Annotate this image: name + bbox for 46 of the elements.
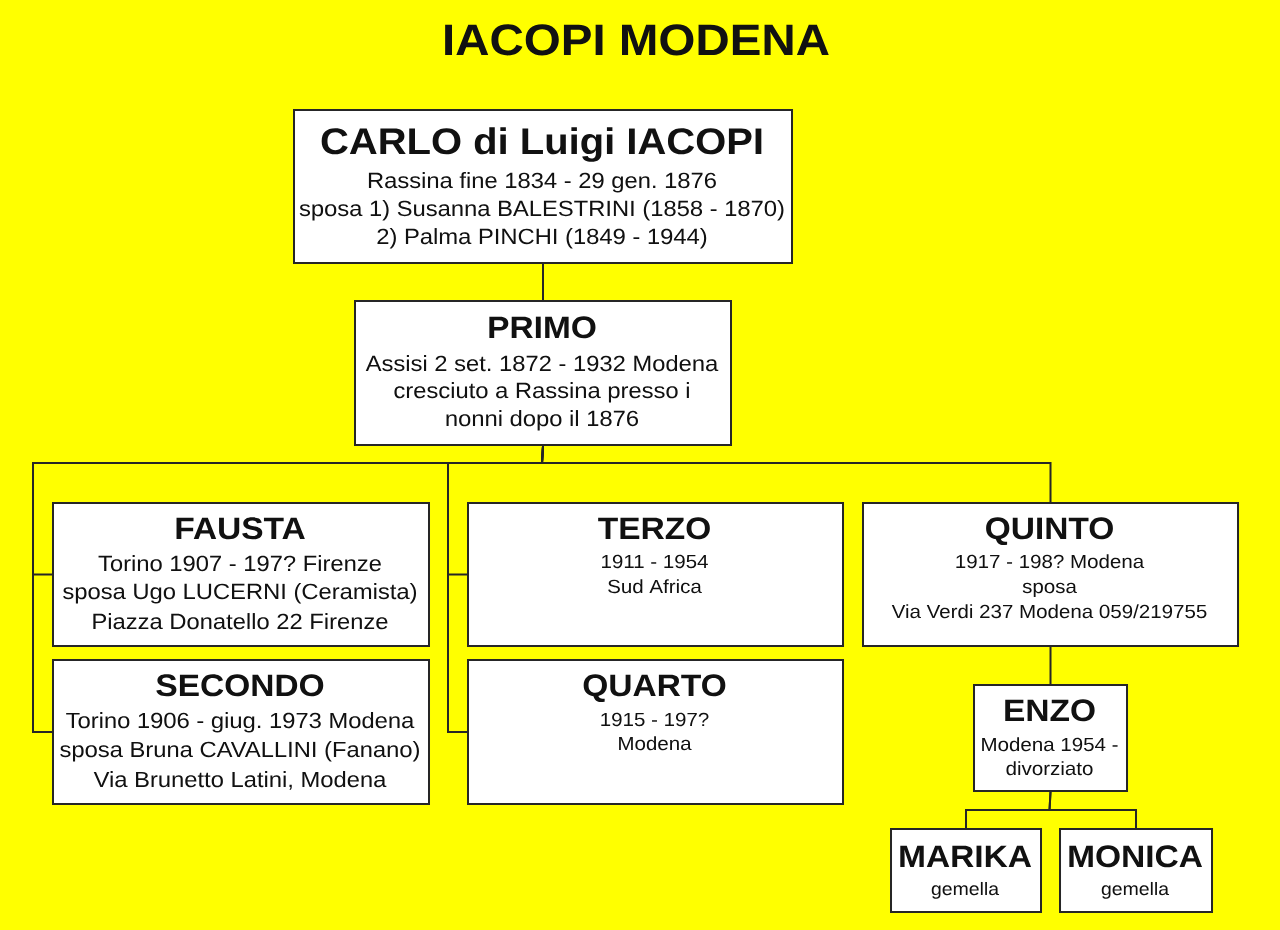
life-details: Torino 1907 - 197? Firenze xyxy=(98,555,381,572)
life-details: Modena xyxy=(619,736,692,751)
person-box xyxy=(890,828,1042,913)
person-name: QUARTO xyxy=(583,674,726,703)
person-name: QUINTO xyxy=(986,517,1113,546)
life-details: sposa Bruna CAVALLINI (Fanano) xyxy=(60,741,419,762)
life-details: Piazza Donatello 22 Firenze xyxy=(93,613,388,630)
life-details: gemella xyxy=(1101,881,1170,899)
life-details: divorziato xyxy=(1006,761,1093,776)
person-name: MONICA xyxy=(1069,845,1202,868)
person-name: PRIMO xyxy=(489,316,596,339)
person-name: SECONDO xyxy=(156,674,324,697)
person-name: ENZO xyxy=(1005,699,1095,722)
life-details: Sud Africa xyxy=(608,579,702,594)
life-details: sposa Ugo LUCERNI (Ceramista) xyxy=(63,583,417,604)
life-details: Via Verdi 237 Modena 059/219755 xyxy=(891,604,1207,619)
life-details: Rassina fine 1834 - 29 gen. 1876 xyxy=(368,172,716,193)
life-details: cresciuto a Rassina presso i nonni dopo il 1876 xyxy=(394,382,689,431)
person-box xyxy=(293,109,793,264)
life-details: Assisi 2 set. 1872 - 1932 Modena xyxy=(365,355,719,372)
life-details: Via Brunetto Latini, Modena xyxy=(93,771,387,790)
person-box xyxy=(52,659,430,805)
person-box xyxy=(467,502,844,647)
person-name: TERZO xyxy=(598,517,710,540)
life-details: sposa 1) Susanna BALESTRINI (1858 - 1870) 2) Palma PINCHI (1849 - 1944) xyxy=(299,200,784,249)
connector-line xyxy=(1049,646,1052,685)
person-box xyxy=(1059,828,1213,913)
connector-line xyxy=(1048,791,1137,829)
person-name: FAUSTA xyxy=(176,517,305,540)
life-details: gemella xyxy=(931,881,1000,899)
life-details: Modena 1954 - xyxy=(982,737,1118,752)
connector-line xyxy=(540,445,1052,503)
life-details: 1911 - 1954 xyxy=(602,554,708,569)
person-box xyxy=(52,502,430,647)
title: IACOPI MODENA xyxy=(445,24,829,56)
person-box xyxy=(354,300,732,446)
person-box xyxy=(973,684,1128,792)
life-details: 1917 - 198? Modena xyxy=(956,554,1145,569)
person-box xyxy=(467,659,844,805)
life-details: sposa xyxy=(1022,582,1077,597)
person-name: CARLO di Luigi IACOPI xyxy=(321,127,762,162)
life-details: 1915 - 197? xyxy=(601,712,709,727)
person-box xyxy=(862,502,1239,647)
connector-line xyxy=(542,263,544,301)
person-name: MARIKA xyxy=(900,845,1032,867)
life-details: Torino 1906 - giug. 1973 Modena xyxy=(66,712,415,733)
